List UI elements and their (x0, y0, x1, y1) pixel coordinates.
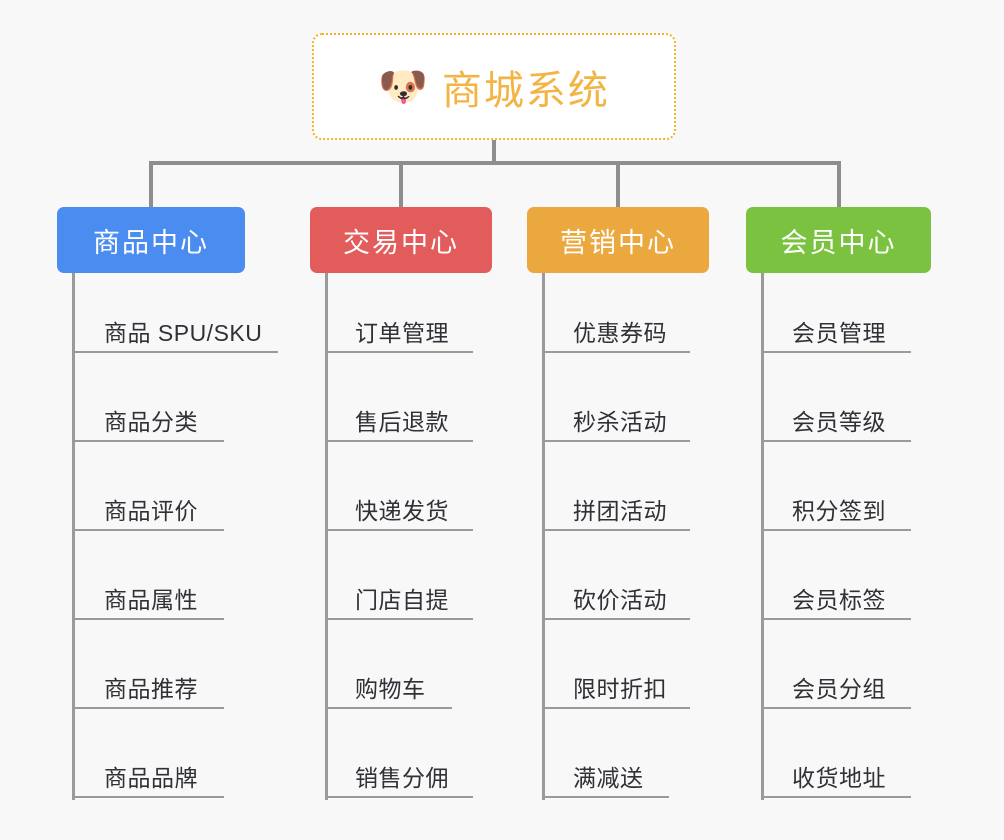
category-label: 会员中心 (780, 227, 897, 258)
root-title: 商城系统 (441, 68, 610, 113)
bus-bar-connector (150, 161, 840, 165)
root-stem-connector (492, 140, 496, 165)
leaf-item[interactable]: 砍价活动 (542, 572, 690, 620)
leaf-item-label: 会员标签 (792, 587, 886, 613)
leaf-item-label: 限时折扣 (573, 676, 667, 702)
category-label: 营销中心 (560, 227, 676, 258)
leaf-item-label: 快递发货 (355, 498, 449, 524)
leaf-item[interactable]: 拼团活动 (542, 483, 690, 531)
column-trunk-1 (72, 273, 75, 800)
leaf-item[interactable]: 会员标签 (761, 572, 911, 620)
category-box-2[interactable]: 交易中心 (310, 207, 492, 273)
shiba-dog-face-icon: 🐶 (378, 64, 428, 109)
leaf-item-label: 商品评价 (104, 498, 198, 524)
leaf-item[interactable]: 商品属性 (72, 572, 224, 620)
category-drop-connector-3 (836, 161, 841, 207)
leaf-item[interactable]: 会员管理 (761, 305, 911, 353)
leaf-item[interactable]: 销售分佣 (325, 750, 473, 798)
category-box-1[interactable]: 商品中心 (57, 207, 245, 273)
leaf-item-label: 优惠券码 (573, 320, 667, 346)
leaf-item[interactable]: 快递发货 (325, 483, 473, 531)
leaf-item[interactable]: 秒杀活动 (542, 394, 690, 442)
leaf-item[interactable]: 售后退款 (325, 394, 473, 442)
leaf-item-label: 砍价活动 (573, 587, 667, 613)
leaf-item[interactable]: 商品品牌 (72, 750, 224, 798)
leaf-item[interactable]: 商品推荐 (72, 661, 224, 709)
leaf-item-label: 满减送 (573, 765, 644, 791)
leaf-item-label: 拼团活动 (573, 498, 667, 524)
leaf-item[interactable]: 积分签到 (761, 483, 911, 531)
category-drop-connector-1 (399, 161, 403, 207)
leaf-item[interactable]: 满减送 (542, 750, 669, 798)
leaf-item-label: 收货地址 (792, 765, 886, 791)
leaf-item-label: 购物车 (355, 676, 426, 702)
leaf-item-label: 订单管理 (355, 320, 449, 346)
leaf-item-label: 商品 SPU/SKU (104, 320, 263, 346)
leaf-item-label: 会员分组 (792, 676, 886, 702)
leaf-item[interactable]: 商品 SPU/SKU (72, 305, 278, 353)
leaf-item[interactable]: 订单管理 (325, 305, 473, 353)
category-drop-connector-2 (616, 161, 620, 207)
category-box-3[interactable]: 营销中心 (527, 207, 709, 273)
leaf-item[interactable]: 商品评价 (72, 483, 224, 531)
leaf-item-label: 会员等级 (792, 409, 886, 435)
leaf-item-label: 商品推荐 (104, 676, 198, 702)
leaf-item[interactable]: 会员等级 (761, 394, 911, 442)
leaf-item-label: 门店自提 (355, 587, 449, 613)
category-box-4[interactable]: 会员中心 (746, 207, 931, 273)
category-label: 交易中心 (343, 227, 459, 258)
leaf-item-label: 商品属性 (104, 587, 198, 613)
leaf-item-label: 商品品牌 (104, 765, 198, 791)
leaf-item-label: 售后退款 (355, 409, 449, 435)
leaf-item-label: 秒杀活动 (573, 409, 667, 435)
leaf-item[interactable]: 购物车 (325, 661, 452, 709)
leaf-item[interactable]: 优惠券码 (542, 305, 690, 353)
leaf-item[interactable]: 限时折扣 (542, 661, 690, 709)
category-label: 商品中心 (93, 227, 209, 258)
column-trunk-2 (325, 273, 328, 800)
leaf-item-label: 商品分类 (104, 409, 198, 435)
leaf-item[interactable]: 商品分类 (72, 394, 224, 442)
leaf-item[interactable]: 门店自提 (325, 572, 473, 620)
leaf-item-label: 销售分佣 (355, 765, 449, 791)
leaf-item[interactable]: 收货地址 (761, 750, 911, 798)
leaf-item-label: 会员管理 (792, 320, 886, 346)
column-trunk-4 (761, 273, 764, 800)
column-trunk-3 (542, 273, 545, 800)
category-drop-connector-0 (149, 161, 153, 207)
leaf-item[interactable]: 会员分组 (761, 661, 911, 709)
leaf-item-label: 积分签到 (792, 498, 886, 524)
root-node[interactable]: 🐶 商城系统 (312, 33, 676, 140)
